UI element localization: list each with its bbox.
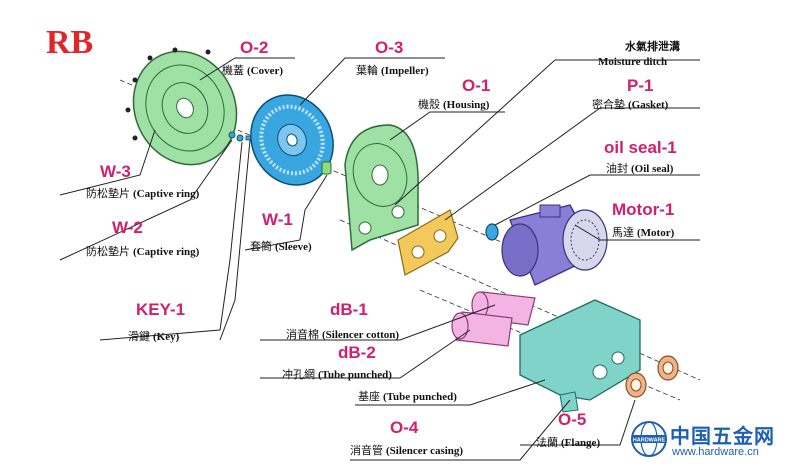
part-code-db2: dB-2 [338, 343, 376, 362]
part-code-o3: O-3 [375, 38, 404, 57]
watermark-text: 中国五金网 [670, 424, 775, 448]
part-name-zh: 滑鍵 [128, 331, 150, 343]
part-code-w1: W-1 [262, 210, 293, 229]
watermark-url: www.hardware.cn [672, 446, 759, 458]
part-code-o5: O-5 [558, 410, 587, 429]
sleeve-part [321, 161, 332, 175]
oil-seal-part [485, 223, 499, 241]
flange-part [625, 355, 679, 398]
part-name-en: (Captive ring) [133, 188, 200, 200]
part-name-zh: 密合墊 [592, 99, 625, 111]
part-name-zh: 防松墊片 [86, 246, 130, 258]
part-name-zh: 法蘭 [536, 437, 558, 449]
part-name-en: (Tube punched) [383, 391, 457, 403]
part-name-en: (Captive ring) [133, 246, 200, 258]
part-name-zh: 消音棉 [286, 329, 319, 341]
cover-part [132, 50, 238, 166]
part-label-moisture-en: Moisture ditch [598, 56, 668, 68]
part-name-en: (Oil seal) [631, 163, 674, 175]
part-name-en: (Tube punched) [318, 369, 392, 381]
part-label-o1: 機殼(Housing) [418, 96, 489, 112]
part-code-oil-seal: oil seal-1 [604, 138, 677, 157]
part-code-p1: P-1 [627, 76, 654, 95]
part-code-motor: Motor-1 [612, 200, 675, 219]
part-name-en: (Gasket) [628, 99, 669, 111]
part-label-o2: 機蓋(Cover) [222, 62, 283, 78]
part-code-key: KEY-1 [136, 300, 186, 319]
part-label-db2: 冲孔網(Tube punched) [282, 366, 392, 382]
part-name-en: (Motor) [637, 227, 675, 239]
watermark-badge: HARDWARE [633, 438, 666, 444]
watermark: HARDWARE 中国五金网 www.hardware.cn [630, 420, 800, 466]
motor-part [501, 204, 608, 286]
part-label-base: 基座(Tube punched) [358, 388, 457, 404]
part-name-zh: 油封 [606, 163, 628, 175]
model-title: RB [46, 24, 94, 61]
part-code-w3: W-3 [100, 162, 131, 181]
washers-part [228, 131, 252, 142]
part-label-w1: 套筒(Sleeve) [250, 238, 312, 254]
part-code-db1: dB-1 [330, 300, 368, 319]
part-label-w3: 防松墊片(Captive ring) [86, 185, 199, 201]
part-name-en: (Flange) [561, 437, 601, 449]
part-name-en: (Impeller) [381, 65, 429, 77]
globe-icon: HARDWARE [631, 421, 667, 457]
part-name-zh: 機殼 [418, 99, 440, 111]
part-label-p1: 密合墊(Gasket) [592, 96, 668, 112]
part-name-zh: 馬達 [612, 227, 634, 239]
part-label-o4: 消音管(Silencer casing) [350, 442, 463, 458]
part-label-w2: 防松墊片(Captive ring) [86, 243, 199, 259]
part-label-o5: 法蘭(Flange) [536, 434, 600, 450]
silencer-tubes-part [451, 291, 536, 347]
part-label-o3: 葉輪(Impeller) [356, 62, 429, 78]
part-name-zh: 機蓋 [222, 65, 244, 77]
part-name-zh: 冲孔網 [282, 369, 315, 381]
gasket-part [397, 209, 459, 276]
base-part [519, 299, 641, 413]
part-code-o2: O-2 [240, 38, 269, 57]
part-label-key: 滑鍵(Key) [128, 328, 179, 344]
housing-part [344, 124, 419, 252]
part-label-oil-seal: 油封(Oil seal) [606, 160, 673, 176]
part-label-motor: 馬達(Motor) [612, 224, 674, 240]
part-name-en: (Silencer cotton) [322, 329, 400, 341]
part-code-o1: O-1 [462, 76, 491, 95]
part-name-zh: 防松墊片 [86, 188, 130, 200]
part-code-w2: W-2 [112, 218, 143, 237]
part-name-en: (Housing) [443, 99, 490, 111]
part-name-zh: 套筒 [250, 241, 272, 253]
leader-lines [59, 57, 700, 461]
part-label-db1: 消音棉(Silencer cotton) [286, 326, 399, 342]
part-name-en: (Key) [153, 331, 180, 343]
part-name-en: (Sleeve) [275, 241, 312, 253]
part-name-zh: 消音管 [350, 445, 383, 457]
part-name-en: (Silencer casing) [386, 445, 464, 457]
part-name-en: (Cover) [247, 65, 284, 77]
part-name-zh: 葉輪 [356, 65, 378, 77]
part-name-zh: 基座 [358, 391, 380, 403]
cover-bolts [125, 47, 211, 141]
impeller-part [250, 94, 334, 186]
part-code-o4: O-4 [390, 418, 419, 437]
part-label-moisture-zh: 水氣排泄溝 [625, 41, 680, 53]
